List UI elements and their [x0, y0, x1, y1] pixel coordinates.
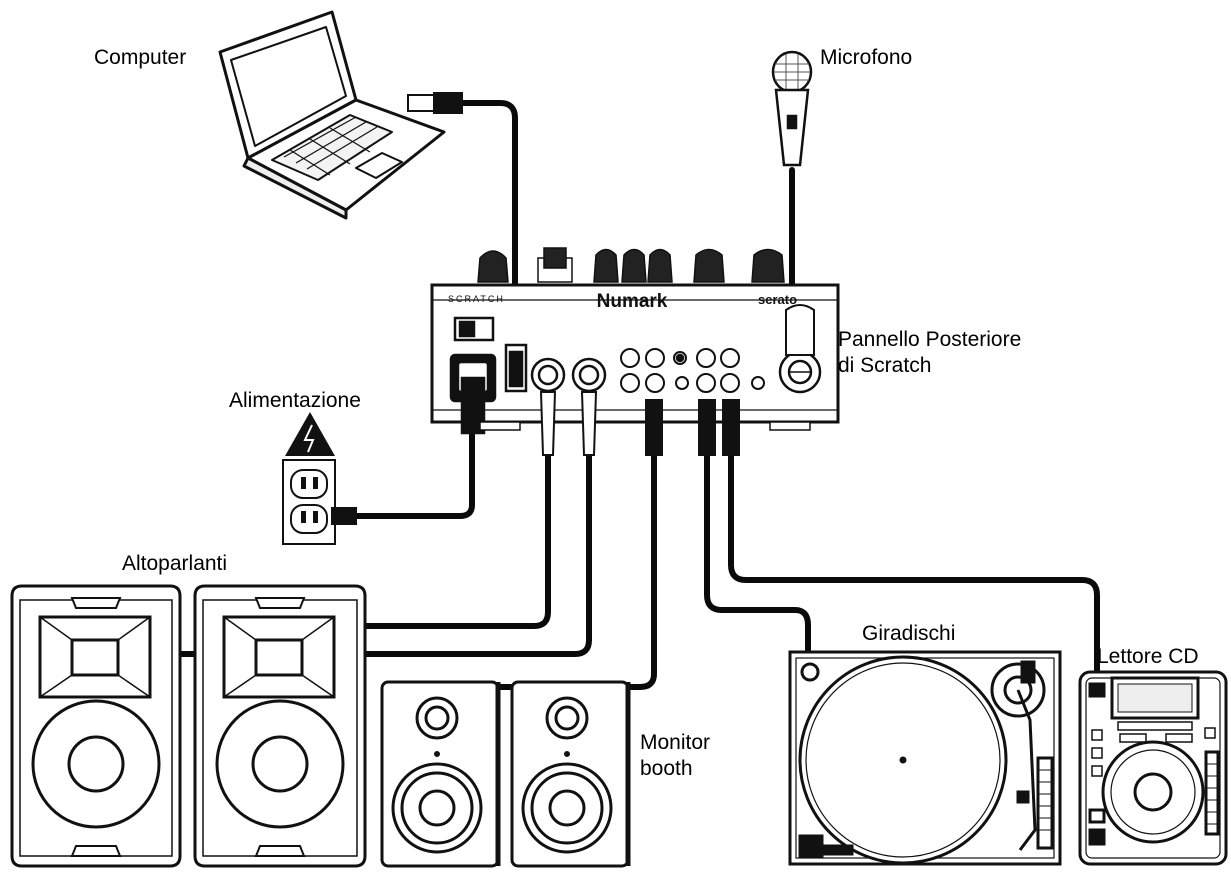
label-rear-panel-line2: di Scratch	[838, 354, 932, 377]
label-computer: Computer	[94, 46, 187, 69]
mixer-left-tag: SCRATCH	[448, 294, 505, 304]
mixer-icon	[430, 247, 840, 435]
speaker-cable-1	[362, 452, 551, 629]
pa-speaker-right-icon	[193, 584, 367, 868]
turntable-cable	[704, 452, 811, 655]
mixer-knobs	[477, 247, 785, 283]
booth-cable	[627, 452, 657, 690]
power-cable	[353, 429, 475, 519]
cd-player-icon	[1078, 670, 1228, 866]
label-power: Alimentazione	[229, 389, 361, 412]
label-speakers: Altoparlanti	[122, 552, 228, 575]
cd-cable	[728, 452, 1100, 675]
usb-cable	[459, 100, 518, 348]
label-rear-panel-line1: Pannello Posteriore	[838, 328, 1022, 351]
booth-monitor-left-icon	[380, 680, 501, 868]
cables	[177, 100, 1100, 690]
label-booth-line2: booth	[640, 757, 693, 780]
label-turntable: Giradischi	[862, 622, 956, 645]
label-microphone: Microfono	[820, 46, 913, 69]
microphone-icon	[771, 50, 813, 167]
booth-monitor-right-icon	[510, 680, 631, 868]
mixer-right-tag: serato	[758, 292, 797, 307]
label-cd-player: Lettore CD	[1097, 645, 1199, 668]
laptop-icon	[218, 10, 446, 220]
label-booth-line1: Monitor	[640, 731, 711, 754]
pa-speaker-left-icon	[10, 584, 182, 868]
warning-icon	[285, 412, 335, 456]
usb-plug-icon	[407, 92, 463, 114]
turntable-icon	[788, 650, 1062, 866]
plugs	[539, 304, 815, 456]
power-outlet-icon	[282, 459, 357, 545]
mixer-brand: Numark	[597, 291, 668, 312]
speaker-cable-2	[362, 452, 592, 657]
